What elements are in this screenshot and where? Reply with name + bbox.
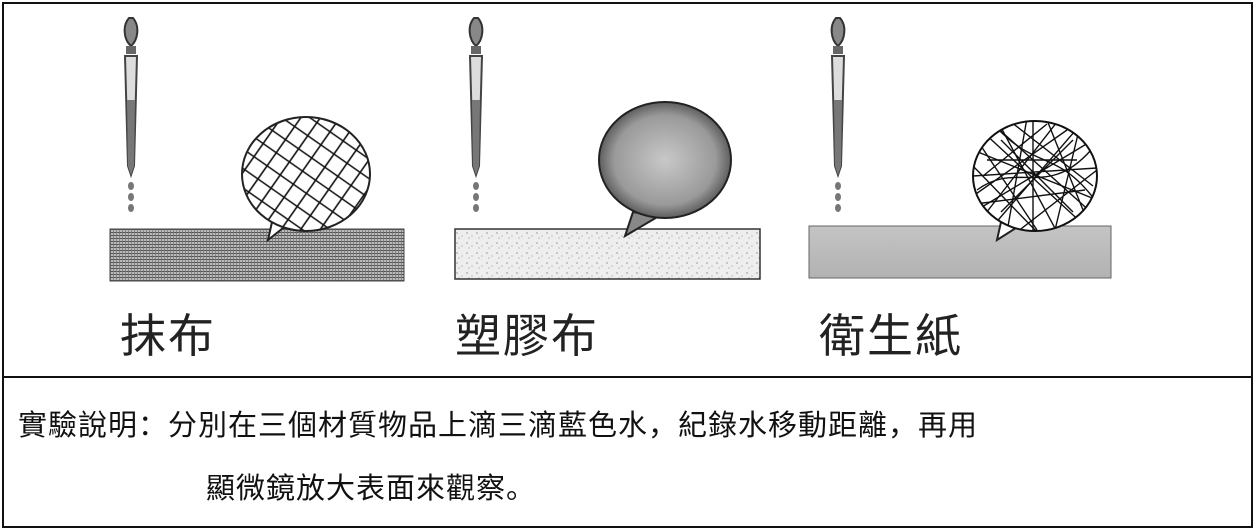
magnifier-bubble bbox=[972, 120, 1098, 243]
material-label: 抹布 bbox=[120, 309, 216, 363]
plastic-surface bbox=[454, 228, 761, 280]
magnifier-bubble bbox=[598, 101, 732, 239]
panel-cloth: 抹布 bbox=[100, 0, 460, 376]
cloth-surface bbox=[109, 228, 405, 282]
experiment-description-line1: 實驗說明：分別在三個材質物品上滴三滴藍色水，紀錄水移動距離，再用 bbox=[18, 402, 978, 444]
magnifier-bubble bbox=[241, 116, 371, 243]
panel-tissue: 衛生紙 bbox=[797, 0, 1157, 376]
description-label: 實驗說明： bbox=[18, 408, 169, 442]
dropper-icon bbox=[830, 17, 846, 212]
experiment-description-line2: 顯微鏡放大表面來觀察。 bbox=[206, 471, 537, 505]
panel-plastic: 塑膠布 bbox=[445, 0, 805, 376]
material-label: 衛生紙 bbox=[819, 309, 963, 363]
section-divider bbox=[2, 376, 1253, 378]
material-label: 塑膠布 bbox=[455, 309, 599, 363]
tissue-surface bbox=[808, 225, 1112, 279]
dropper-icon bbox=[123, 17, 139, 212]
dropper-icon bbox=[468, 17, 484, 212]
description-text: 分別在三個材質物品上滴三滴藍色水，紀錄水移動距離，再用 bbox=[168, 408, 979, 442]
